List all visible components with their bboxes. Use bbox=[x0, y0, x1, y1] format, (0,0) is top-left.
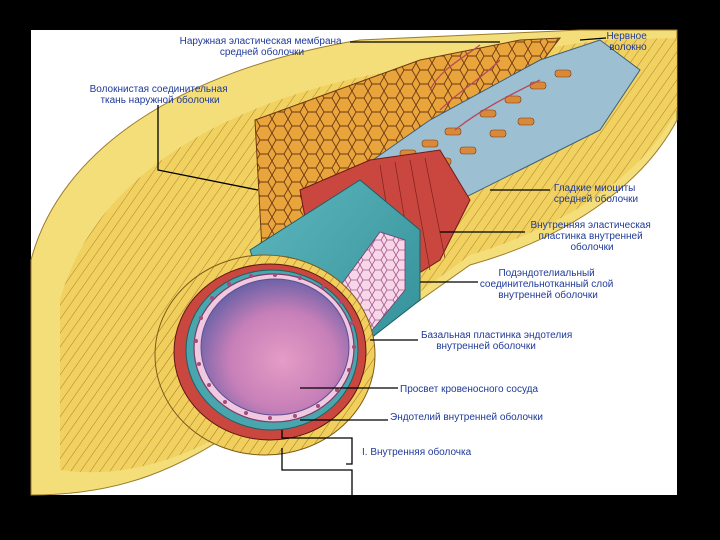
leader-lines bbox=[157, 37, 607, 495]
label-basal-lamina: Базальная пластинка эндотелия внутренней… bbox=[421, 330, 575, 352]
label-endothelium: Эндотелий внутренней оболочки bbox=[390, 411, 543, 423]
endothelium-dots bbox=[194, 273, 356, 420]
label-tunica-intima: I. Внутренняя оболочка bbox=[362, 446, 472, 458]
label-internal-elastic-lamina: Внутренняя эластическая пластинка внутре… bbox=[530, 220, 653, 253]
nerve-fibers bbox=[429, 44, 541, 131]
label-nerve-fiber: Нервное волокно bbox=[606, 31, 649, 53]
label-subendothelial-layer: Подэндотелиальный соединительнотканный с… bbox=[480, 268, 616, 301]
label-fibrous-connective-tissue: Волокнистая соединительная ткань наружно… bbox=[90, 84, 231, 106]
vessel-lumen bbox=[200, 278, 350, 416]
label-smooth-myocytes: Гладкие миоциты средней оболочки bbox=[554, 183, 638, 205]
label-vessel-lumen: Просвет кровеносного сосуда bbox=[400, 384, 538, 395]
label-outer-elastic-membrane: Наружная эластическая мембрана средней о… bbox=[180, 35, 345, 58]
